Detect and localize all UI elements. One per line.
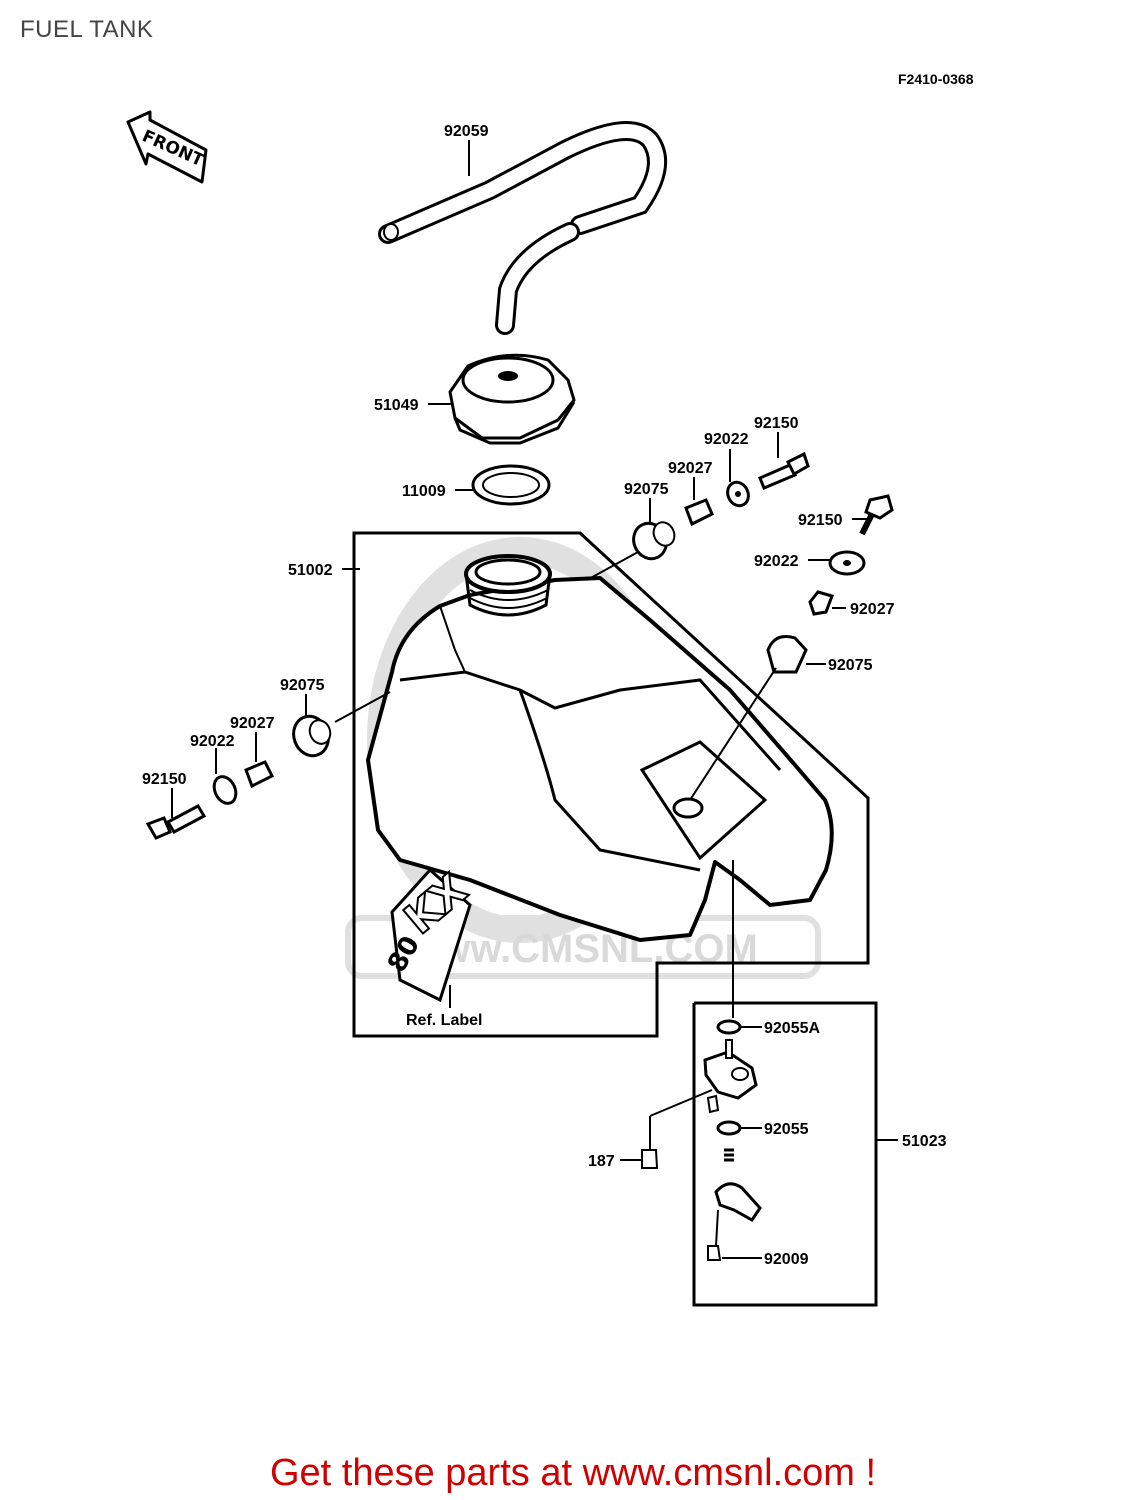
part-number-92027-mid: 92027: [850, 601, 895, 618]
part-number-51023: 51023: [902, 1133, 947, 1150]
breather-hose: [378, 121, 667, 335]
fuel-tank: [366, 554, 834, 942]
fuel-cap: [448, 353, 576, 445]
part-number-92150-left: 92150: [142, 771, 187, 788]
tank-group-bracket: [352, 531, 870, 1038]
part-number-92009: 92009: [764, 1251, 809, 1268]
front-arrow-icon: FRONT: [126, 110, 208, 184]
footer-banner[interactable]: Get these parts at www.cmsnl.com !: [269, 1452, 877, 1494]
part-number-187: 187: [588, 1153, 615, 1170]
page-title: FUEL TANK: [20, 16, 154, 43]
part-number-92150-top: 92150: [754, 415, 799, 432]
part-number-92075-mid: 92075: [828, 657, 873, 674]
part-number-11009: 11009: [402, 483, 446, 500]
right-top-mount: [586, 451, 810, 581]
part-number-92055: 92055: [764, 1121, 809, 1138]
leader-lines: [171, 140, 898, 1259]
part-number-92027-left: 92027: [230, 715, 275, 732]
part-number-92075-top: 92075: [624, 481, 669, 498]
diagram-code: F2410-0368: [898, 71, 974, 87]
part-number-92022-mid: 92022: [754, 553, 799, 570]
left-mount: [145, 691, 391, 840]
fuel-cock-bracket: [692, 1001, 878, 1307]
parts-diagram: CMS www.CMSNL.COM F2410-0368 FRONT: [126, 71, 974, 1307]
fuel-cock: [641, 1019, 762, 1261]
part-number-92075-left: 92075: [280, 677, 325, 694]
part-number-92059: 92059: [444, 123, 489, 140]
part-number-51049: 51049: [374, 397, 419, 414]
cap-seal: [471, 464, 551, 506]
part-number-92022-top: 92022: [704, 431, 749, 448]
part-number-92027-top: 92027: [668, 460, 713, 477]
part-number-92055a: 92055A: [764, 1020, 820, 1037]
part-number-92150-mid: 92150: [798, 512, 843, 529]
right-mid-mount: [689, 494, 894, 801]
part-number-51002: 51002: [288, 562, 333, 579]
ref-label: Ref. Label: [406, 1012, 482, 1029]
part-number-92022-left: 92022: [190, 733, 235, 750]
